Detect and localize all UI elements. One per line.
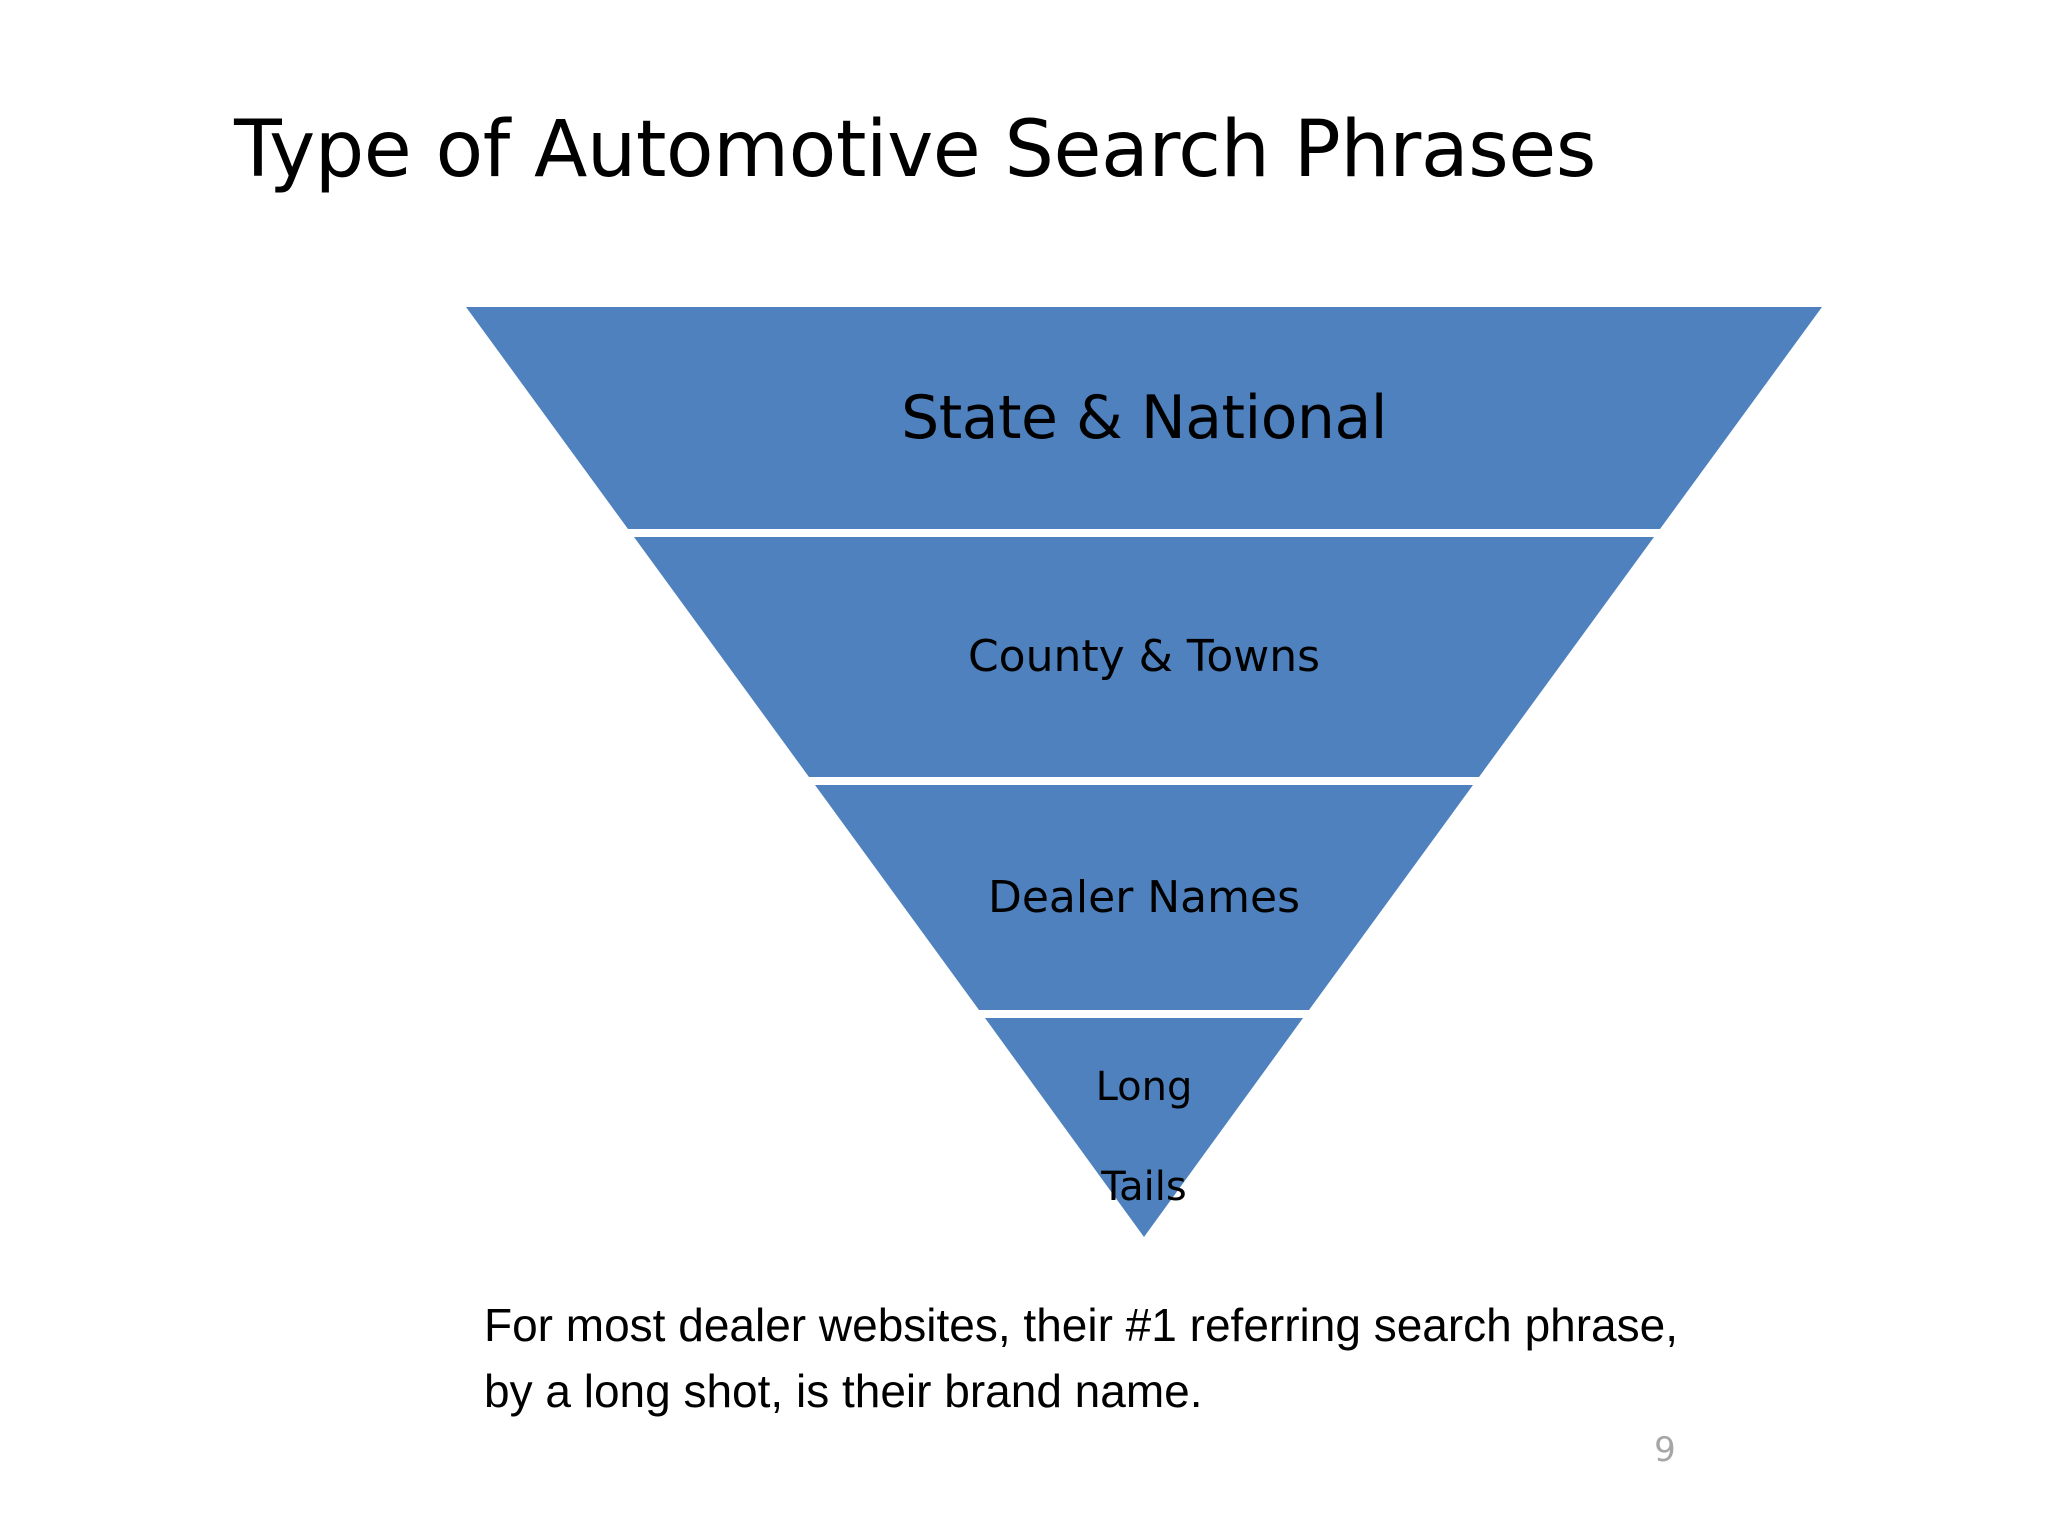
page-number: 9 [1654,1430,1676,1470]
page-title: Type of Automotive Search Phrases [234,105,1596,195]
funnel-band-dealer-names[interactable] [815,785,1473,1010]
funnel-band-long-tails[interactable] [985,1018,1303,1237]
funnel-diagram: State & National County & Towns Dealer N… [466,307,1822,1237]
funnel-band-county-towns[interactable] [634,537,1654,777]
caption-line-2: phrase, by a long shot, is their brand n… [484,1299,1678,1417]
caption-line-1: For most dealer websites, their #1 refer… [484,1299,1512,1351]
funnel-band-state-national[interactable] [466,307,1822,529]
funnel-shape [466,307,1822,1237]
caption-text-block: For most dealer websites, their #1 refer… [484,1292,1684,1424]
